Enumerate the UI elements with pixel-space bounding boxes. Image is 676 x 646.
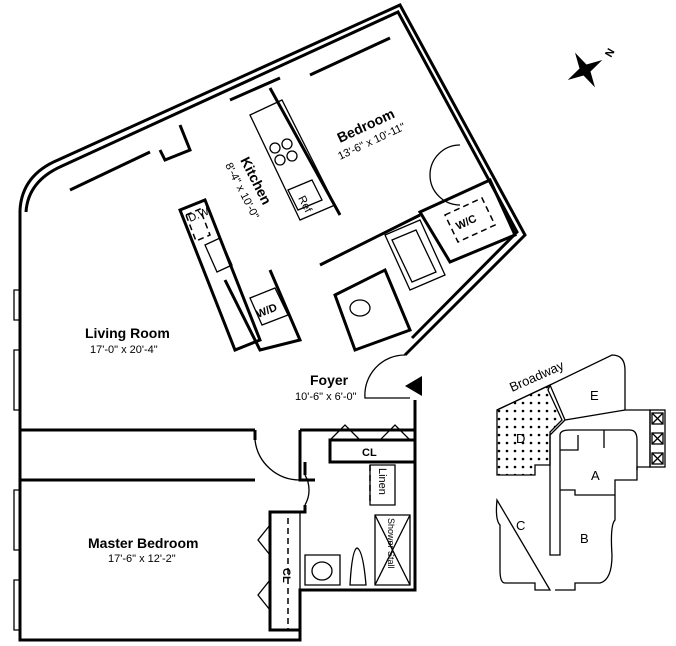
street-label: Broadway [507,357,566,394]
master-bedroom-label: Master Bedroom [88,535,198,551]
vent-icons [651,412,664,465]
shower-label: Shower Stall [386,518,396,569]
exterior-walls [13,3,527,642]
foyer-closet-label: CL [362,447,377,459]
key-plan: Broadway E D A C B [495,354,666,591]
foyer-dims: 10'-6" x 6'-0" [295,391,357,403]
linen-label: Linen [376,468,388,495]
washer-dryer-label: W/D [255,302,279,321]
compass-north-label: N [603,47,617,60]
entry-arrow-icon [405,376,422,396]
unit-d-label: D [516,431,525,446]
compass-icon: N [567,47,618,88]
master-bedroom-dims: 17'-6" x 12'-2" [108,553,176,565]
refrigerator-label: Ref [295,194,314,216]
foyer-label: Foyer [310,372,349,388]
living-room-label: Living Room [85,325,170,341]
unit-b-label: B [580,531,589,546]
unit-d-highlight [496,383,563,476]
unit-a-label: A [591,468,600,483]
unit-e-label: E [590,388,599,403]
unit-c-label: C [516,518,525,533]
living-room-dims: 17'-0" x 20'-4" [90,344,158,356]
dishwasher-label: D.W. [187,205,214,225]
walk-in-closet-label: W/C [454,213,479,233]
interior-walls [20,87,518,632]
master-closet-label: CL [280,568,292,583]
